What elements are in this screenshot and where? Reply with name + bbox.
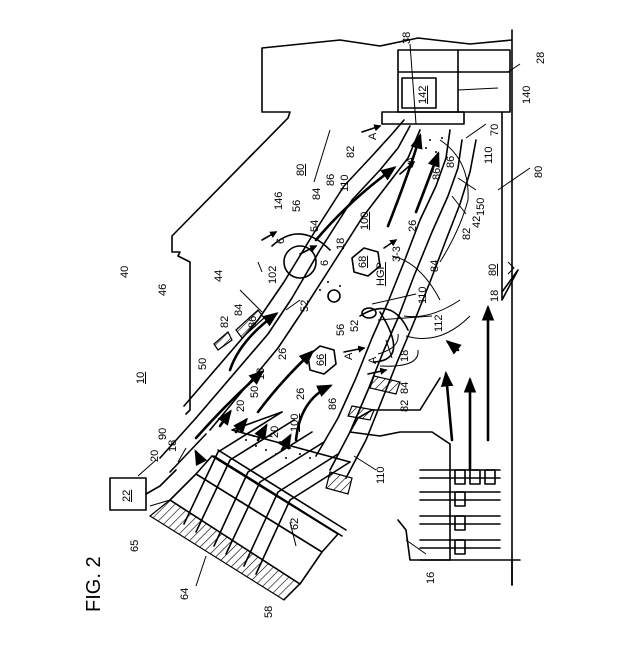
- ref-84d: 84: [400, 382, 411, 394]
- ref-44: 44: [214, 270, 225, 282]
- ref-68: 68: [358, 256, 369, 268]
- ref-110d: 110: [376, 466, 387, 484]
- ref-52b: 52: [350, 320, 361, 332]
- ref-18e: 18: [490, 290, 501, 302]
- turbine-vane-box: [382, 50, 510, 124]
- ref-20c: 20: [270, 426, 281, 438]
- ref-52a: 52: [300, 300, 311, 312]
- ref-26a: 26: [278, 348, 289, 360]
- ref-20b: 20: [236, 400, 247, 412]
- ref-A2: A: [406, 157, 417, 164]
- ref-86a: 86: [326, 174, 337, 186]
- ref-56b: 56: [336, 324, 347, 336]
- ref-18b: 18: [256, 368, 267, 380]
- ref-110b: 110: [484, 146, 495, 164]
- ref-84c: 84: [430, 260, 441, 272]
- ref-22: 22: [122, 490, 133, 502]
- ref-82b: 82: [220, 316, 231, 328]
- ref-18a: 18: [168, 440, 179, 452]
- controller-lead: [146, 470, 176, 494]
- ref-80a: 80: [296, 164, 307, 176]
- ref-38: 38: [402, 32, 413, 44]
- ref-80b: 80: [534, 166, 545, 178]
- leader-lines: [138, 44, 530, 586]
- cross-fire-tube: [284, 246, 316, 278]
- end-cover: [150, 456, 338, 600]
- ref-A1: A: [368, 133, 379, 140]
- ref-50a: 50: [198, 358, 209, 370]
- ref-66: 66: [316, 354, 327, 366]
- ref-100b: 100: [290, 414, 301, 432]
- ref-18c: 18: [336, 238, 347, 250]
- ref-65: 65: [130, 540, 141, 552]
- ref-46: 46: [158, 284, 169, 296]
- ref-86c: 86: [432, 168, 443, 180]
- ref-84b: 84: [234, 304, 245, 316]
- ref-102: 102: [268, 266, 279, 284]
- ref-110a: 110: [340, 174, 351, 192]
- ref-HGP: HGP: [376, 262, 387, 286]
- ref-16: 16: [426, 572, 437, 584]
- ref-142: 142: [418, 86, 429, 104]
- ref-28: 28: [536, 52, 547, 64]
- ref-20a: 20: [150, 450, 161, 462]
- ref-64: 64: [180, 588, 191, 600]
- ref-A4: A: [368, 357, 379, 364]
- compressor-outlet: [420, 470, 500, 548]
- ref-18d: 18: [400, 350, 411, 362]
- ref-50b: 50: [250, 386, 261, 398]
- ref-86e: 86: [328, 398, 339, 410]
- compressor-blades: [455, 470, 495, 554]
- ref-146: 146: [274, 192, 285, 210]
- ref-82a: 82: [346, 146, 357, 158]
- ref-82d: 82: [400, 400, 411, 412]
- ref-80c: 80: [488, 264, 499, 276]
- ref-56a: 56: [292, 200, 303, 212]
- figure-title: FIG. 2: [84, 556, 104, 612]
- ref-86b: 86: [248, 316, 259, 328]
- ref-6a: 6: [276, 238, 287, 244]
- ref-110c: 110: [418, 286, 429, 304]
- ref-10: 10: [136, 372, 147, 384]
- break-mark: [508, 262, 514, 274]
- ref-86d: 86: [446, 156, 457, 168]
- ref-3-3: 3-3: [392, 246, 403, 262]
- ref-26c: 26: [408, 220, 419, 232]
- ref-54: 54: [310, 220, 321, 232]
- ref-62: 62: [290, 518, 301, 530]
- ref-40: 40: [120, 266, 131, 278]
- ref-26b: 26: [296, 388, 307, 400]
- ref-90: 90: [158, 428, 169, 440]
- ref-58: 58: [264, 606, 275, 618]
- ref-140: 140: [522, 86, 533, 104]
- ref-84a: 84: [312, 188, 323, 200]
- outer-casing: [172, 30, 512, 585]
- ref-A3: A: [344, 353, 355, 360]
- ref-6b: 6: [320, 260, 331, 266]
- igniter-port: [328, 290, 340, 302]
- ref-82c: 82: [462, 228, 473, 240]
- ref-42: 42: [472, 216, 483, 228]
- ref-70: 70: [490, 124, 501, 136]
- ref-100a: 100: [360, 212, 371, 230]
- ref-150: 150: [476, 198, 487, 216]
- ref-112: 112: [434, 314, 445, 332]
